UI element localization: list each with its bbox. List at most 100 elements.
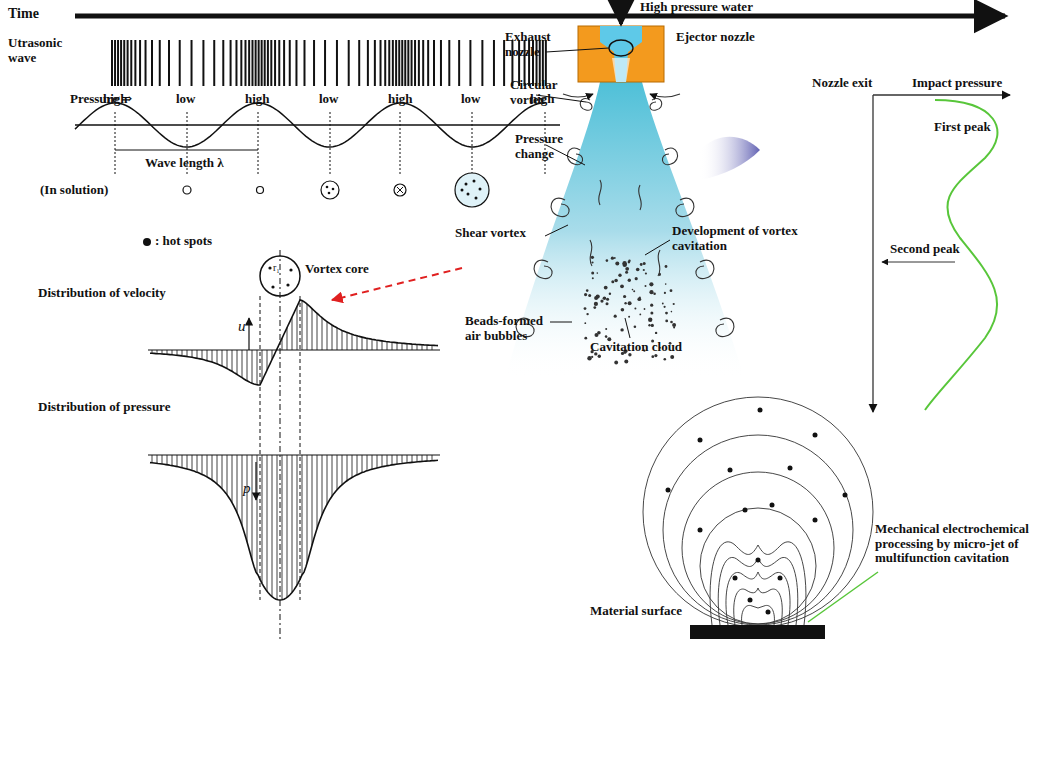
- wave-bar: [202, 40, 204, 86]
- cavitation-bubble: [620, 284, 624, 288]
- hatch: [257, 350, 258, 385]
- cavitation-bubble: [673, 303, 675, 305]
- hatch: [232, 455, 233, 503]
- cavitation-bubble: [586, 313, 588, 315]
- wave-bar: [289, 40, 291, 86]
- cavitation-bubble: [649, 282, 653, 286]
- hatch: [262, 350, 263, 381]
- hatch: [337, 455, 338, 490]
- hatch: [217, 350, 218, 364]
- wave-bar: [407, 40, 409, 86]
- hatch: [247, 350, 248, 381]
- wave-bar: [380, 40, 382, 86]
- hatch: [387, 342, 388, 350]
- hatch: [367, 455, 368, 471]
- hatch: [207, 455, 208, 477]
- cavitation-bubble: [593, 306, 596, 309]
- cavitation-bubble: [665, 312, 668, 315]
- wave-bar: [240, 40, 242, 86]
- wave-bar: [151, 40, 153, 86]
- wave-bar: [130, 40, 132, 86]
- cavitation-bubble: [670, 355, 674, 359]
- hatch: [377, 340, 378, 350]
- part-label: Circular vortex: [510, 78, 565, 107]
- graph-label: Distribution of pressure: [38, 400, 170, 415]
- cavitation-bubble: [618, 274, 621, 277]
- cavitation-bubble: [670, 289, 673, 292]
- hatch: [347, 332, 348, 350]
- hatch: [192, 350, 193, 357]
- pressure-label: low: [176, 92, 196, 107]
- cavitation-bubble: [665, 265, 668, 268]
- wave-bar: [267, 40, 269, 86]
- radius-label: r₁: [273, 262, 280, 273]
- wave-bar: [111, 40, 113, 86]
- cavitation-bubble: [672, 323, 676, 327]
- wave-bar: [248, 40, 250, 86]
- axis-label: Impact pressure: [912, 76, 1002, 91]
- cavitation-bubble: [584, 322, 586, 324]
- phase-line: [400, 112, 401, 175]
- hatch: [242, 455, 243, 526]
- cavitation-bubble: [620, 328, 623, 331]
- cavitation-bubble: [605, 328, 607, 330]
- hatch: [417, 455, 418, 462]
- cavitation-bubble: [658, 273, 661, 276]
- wave-bar: [401, 40, 403, 86]
- wave-bar: [117, 40, 119, 86]
- hatch: [302, 455, 303, 575]
- cavitation-bubble: [614, 315, 617, 318]
- hatch: [162, 455, 163, 464]
- cavitation-bubble: [651, 324, 654, 327]
- hatch: [362, 337, 363, 350]
- hatch: [327, 322, 328, 350]
- wave-bar: [179, 40, 181, 86]
- cavitation-bubble: [588, 294, 591, 297]
- hatch: [372, 339, 373, 350]
- pressure-label: high: [388, 92, 413, 107]
- cavitation-bubble: [670, 321, 673, 324]
- hatch: [427, 455, 428, 461]
- hatch: [382, 341, 383, 350]
- part-label: Exhaust nozzle: [505, 30, 555, 59]
- cavitation-bubble: [614, 257, 616, 259]
- cavitation-bubble: [645, 272, 647, 274]
- wave-bar: [222, 40, 224, 86]
- wave-bar: [422, 40, 424, 86]
- cavitation-bubble: [606, 259, 609, 262]
- hatch: [422, 455, 423, 461]
- cavitation-bubble: [604, 297, 606, 299]
- hatch: [267, 350, 268, 370]
- hatch: [197, 455, 198, 472]
- row-label: Utrasonic wave: [8, 36, 68, 65]
- cavitation-bubble: [650, 304, 653, 307]
- cavitation-bubble: [598, 355, 601, 358]
- cavitation-bubble: [586, 289, 589, 292]
- cavitation-bubble: [635, 277, 638, 280]
- hatch: [297, 455, 298, 585]
- wave-bar: [388, 40, 390, 86]
- hatch: [307, 455, 308, 563]
- hatch: [187, 350, 188, 357]
- cavitation-bubble: [596, 295, 600, 299]
- cavitation-bubble: [650, 312, 653, 315]
- wave-bar: [411, 40, 413, 86]
- hatch: [287, 455, 288, 597]
- cavitation-bubble: [605, 335, 607, 337]
- wave-bar: [213, 40, 215, 86]
- part-label: Pressure change: [515, 132, 575, 161]
- part-label: Material surface: [590, 604, 682, 619]
- cavitation-bubble: [636, 268, 640, 272]
- cavitation-bubble: [664, 358, 667, 361]
- wave-bar: [120, 40, 122, 86]
- hatch: [432, 455, 433, 461]
- hatch: [252, 350, 253, 383]
- hatch: [342, 455, 343, 485]
- hatch: [382, 455, 383, 467]
- cavitation-bubble: [614, 361, 618, 365]
- wave-bar: [384, 40, 386, 86]
- part-label: Beads-formed air bubbles: [465, 314, 555, 343]
- hatch: [347, 455, 348, 481]
- hatch: [227, 350, 228, 369]
